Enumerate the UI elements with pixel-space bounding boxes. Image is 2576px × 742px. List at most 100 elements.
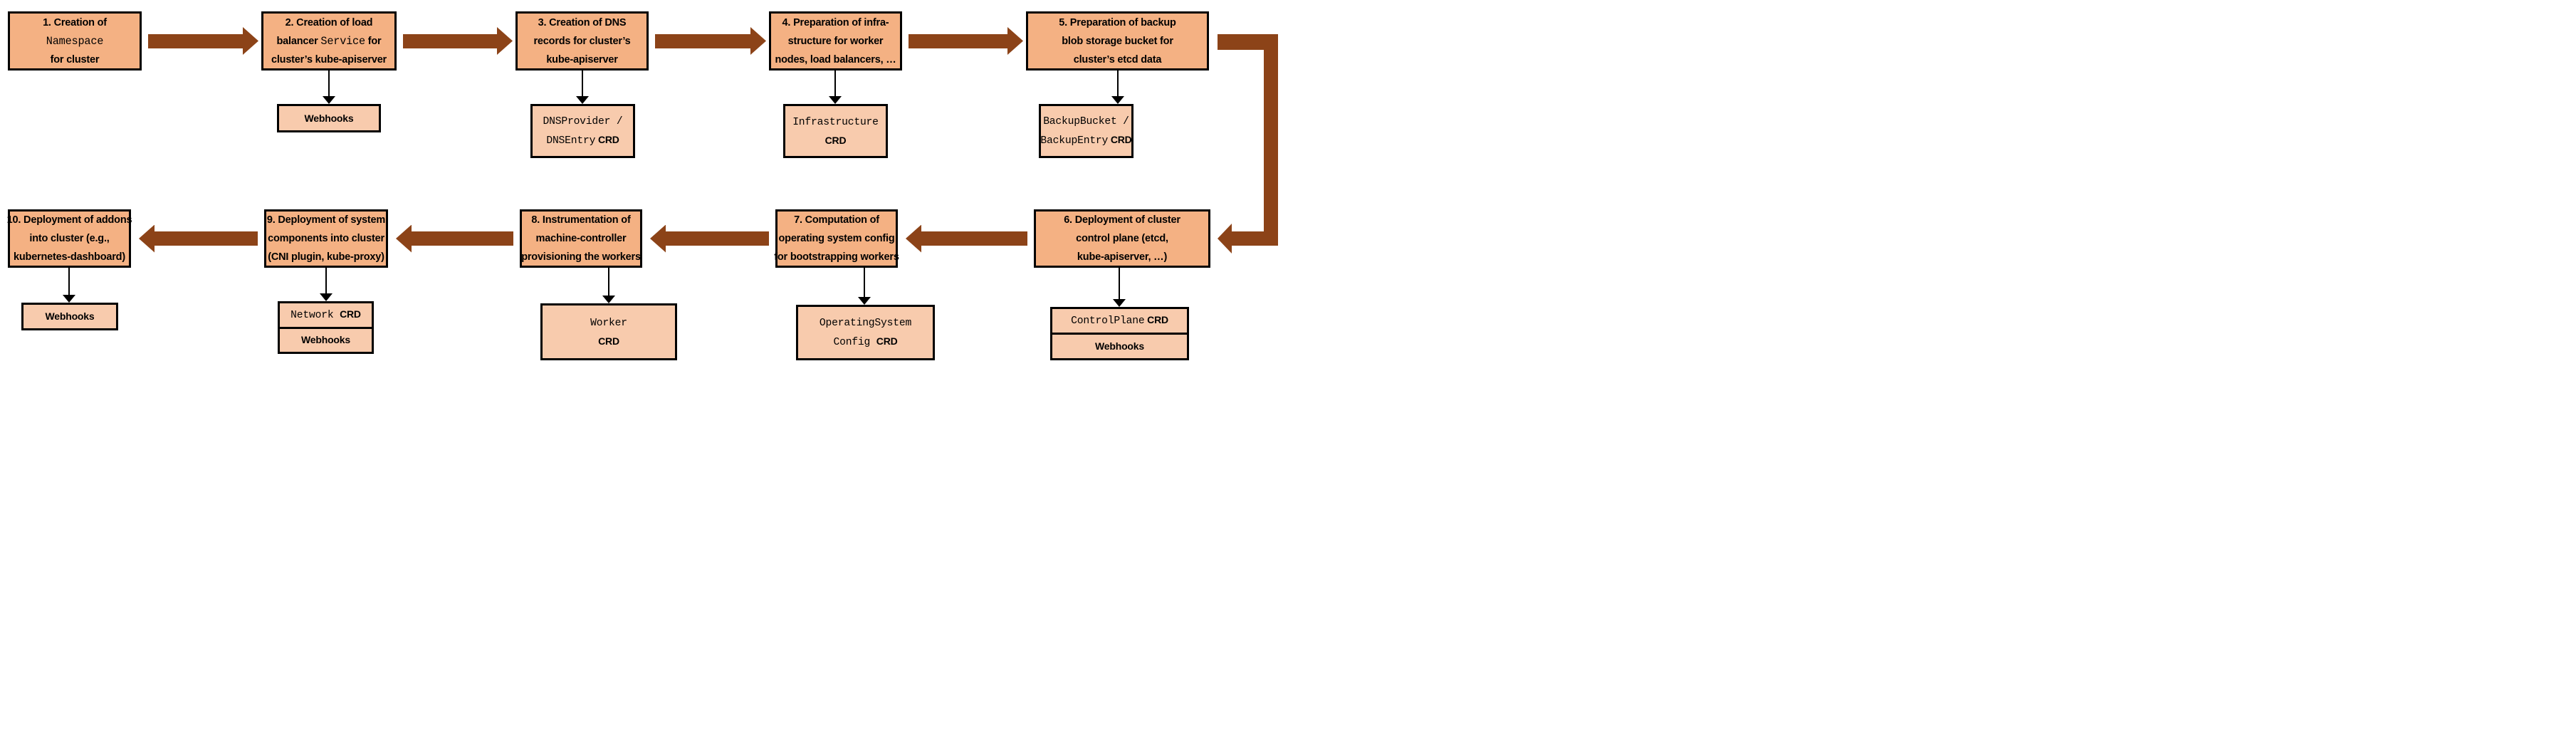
label-text: blob storage bucket for [1062, 35, 1173, 47]
text-line: Network CRD [290, 305, 361, 325]
connector-line-step-3 [582, 70, 583, 98]
attachment-box-step-10: Webhooks [21, 303, 118, 330]
label-text: CRD [876, 335, 898, 347]
label-text: control plane (etcd, [1076, 233, 1168, 244]
code-text: DNSProvider / [543, 116, 623, 127]
label-text: 7. Computation of [794, 214, 879, 226]
connector-arrowhead-icon [576, 96, 589, 104]
elbow-arrow-5-6-arrowhead-icon [1218, 224, 1232, 254]
label-text: balancer [276, 35, 321, 47]
code-text: DNSEntry [546, 135, 596, 147]
flow-arrow-9-10-shaft [155, 231, 258, 246]
attachment-box-step-6: ControlPlane CRD Webhooks [1050, 307, 1189, 360]
text-line: (CNI plugin, kube-proxy) [268, 248, 384, 266]
label-text: for cluster [50, 53, 100, 66]
text-line: 8. Instrumentation of [531, 211, 630, 229]
connector-line-step-2 [328, 70, 330, 98]
attachment-box-step-5: BackupBucket / BackupEntry CRD [1039, 104, 1133, 158]
label-text: cluster’s etcd data [1073, 53, 1162, 66]
text-line: machine-controller [536, 229, 627, 248]
label-text: nodes, load balancers, … [775, 53, 896, 66]
text-line: provisioning the workers [521, 248, 641, 266]
text-line: Webhooks [46, 308, 95, 325]
text-line: Webhooks [305, 110, 354, 127]
connector-arrowhead-icon [323, 96, 335, 104]
connector-line-step-7 [864, 268, 865, 298]
flow-arrow-4-5-arrowhead-icon [1007, 27, 1023, 55]
connector-arrowhead-icon [320, 293, 333, 301]
label-text: cluster’s kube-apiserver [271, 53, 387, 66]
step-box-10: 10. Deployment of addons into cluster (e.… [7, 209, 132, 268]
step-box-4: 4. Preparation of infra-structure for wo… [769, 11, 902, 70]
attachment-cell: DNSProvider / DNSEntry CRD [530, 104, 635, 158]
connector-arrowhead-icon [858, 297, 871, 305]
label-text: CRD [824, 135, 847, 146]
step-box-7: 7. Computation of operating system config… [774, 209, 899, 268]
flow-arrow-2-3-shaft [403, 33, 497, 48]
text-line: 2. Creation of load [286, 14, 373, 32]
text-line: 5. Preparation of backup [1059, 14, 1176, 32]
label-text: structure for worker [787, 35, 884, 47]
attachment-box-step-2: Webhooks [277, 104, 381, 132]
text-line: operating system config [779, 229, 895, 248]
label-text: for [365, 35, 382, 47]
label-text: 6. Deployment of cluster [1064, 214, 1180, 226]
text-line: 7. Computation of [794, 211, 879, 229]
elbow-arrow-5-6-segment-1 [1264, 34, 1278, 246]
attachment-cell: Webhooks [21, 303, 118, 330]
flow-arrow-6-7-arrowhead-icon [906, 224, 921, 253]
label-text: 1. Creation of [43, 16, 107, 28]
text-line: cluster’s kube-apiserver [271, 51, 387, 69]
code-text: Service [320, 34, 365, 48]
connector-arrowhead-icon [602, 296, 615, 303]
attachment-cell: Network CRD [278, 301, 374, 329]
label-text: 5. Preparation of backup [1059, 16, 1176, 28]
text-line: blob storage bucket for [1062, 32, 1173, 51]
text-line: Webhooks [301, 331, 350, 349]
attachment-cell: ControlPlane CRD [1050, 307, 1189, 335]
label-text: records for cluster’s [533, 35, 631, 47]
label-text: 10. Deployment of addons [6, 214, 132, 226]
flow-arrow-3-4-shaft [655, 33, 750, 48]
code-text: OperatingSystem [819, 318, 912, 329]
text-line: structure for worker [788, 32, 884, 51]
label-text: (CNI plugin, kube-proxy) [268, 251, 384, 263]
text-line: balancer Service for [277, 32, 382, 51]
text-line: 3. Creation of DNS [538, 14, 627, 32]
code-text: Namespace [46, 34, 104, 48]
connector-line-step-4 [834, 70, 836, 98]
label-text: Webhooks [1095, 340, 1144, 352]
step-box-5: 5. Preparation of backup blob storage buc… [1026, 11, 1209, 70]
text-line: Config CRD [833, 333, 897, 352]
text-line: BackupEntry CRD [1040, 131, 1131, 150]
text-line: 10. Deployment of addons [7, 211, 132, 229]
label-text: machine-controller [535, 233, 627, 244]
text-line: into cluster (e.g., [29, 229, 109, 248]
connector-arrowhead-icon [1111, 96, 1124, 104]
text-line: CRD [825, 132, 847, 150]
text-line: CRD [598, 333, 619, 350]
code-text: Config [833, 337, 876, 348]
label-text: CRD [1108, 134, 1132, 145]
text-line: DNSEntry CRD [546, 131, 619, 150]
elbow-arrow-5-6-segment-2 [1232, 231, 1278, 246]
code-text: Infrastructure [792, 117, 879, 128]
code-text: BackupBucket / [1043, 116, 1129, 127]
step-box-1: 1. Creation of Namespace for cluster [8, 11, 142, 70]
text-line: cluster’s etcd data [1074, 51, 1162, 69]
label-text: 4. Preparation of infra- [782, 16, 889, 28]
text-line: nodes, load balancers, … [775, 51, 896, 69]
label-text: 9. Deployment of system [266, 214, 386, 226]
connector-line-step-5 [1117, 70, 1119, 98]
connector-line-step-8 [608, 268, 609, 297]
text-line: kube-apiserver, …) [1077, 248, 1167, 266]
text-line: OperatingSystem [820, 313, 911, 333]
text-line: kubernetes-dashboard) [14, 248, 125, 266]
attachment-box-step-3: DNSProvider / DNSEntry CRD [530, 104, 635, 158]
